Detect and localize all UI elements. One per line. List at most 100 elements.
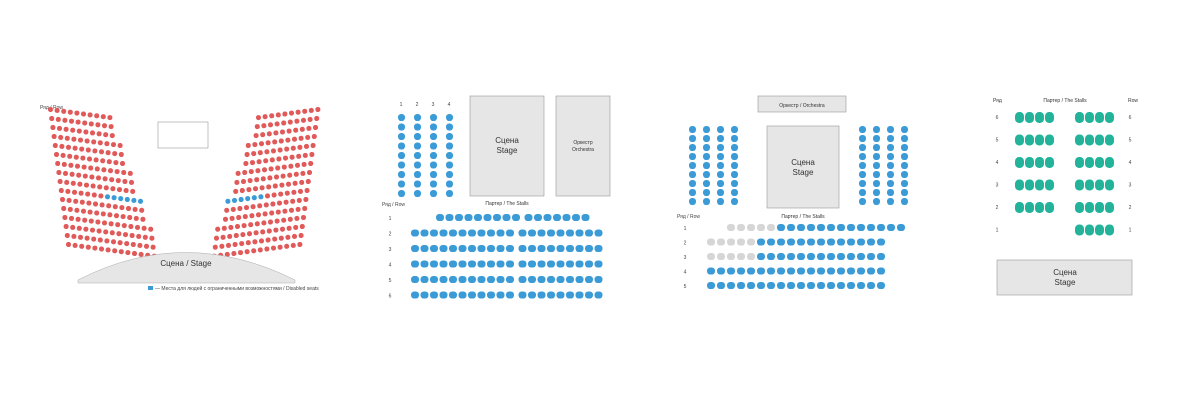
seat[interactable] (873, 198, 880, 205)
seat[interactable] (265, 140, 271, 146)
seat[interactable] (857, 253, 865, 260)
seat[interactable] (1035, 112, 1044, 123)
seat[interactable] (1025, 112, 1034, 123)
seat[interactable] (717, 126, 724, 133)
seat[interactable] (299, 223, 305, 230)
seat[interactable] (430, 114, 437, 121)
seat[interactable] (859, 144, 866, 151)
seat[interactable] (496, 291, 505, 299)
seat[interactable] (298, 232, 304, 239)
seat[interactable] (575, 229, 584, 237)
seat[interactable] (887, 135, 894, 142)
seat[interactable] (747, 238, 755, 246)
seat[interactable] (1045, 179, 1054, 191)
seat[interactable] (807, 267, 815, 275)
seat[interactable] (717, 171, 724, 178)
seat[interactable] (1075, 224, 1084, 236)
seat[interactable] (252, 239, 258, 245)
seat[interactable] (115, 222, 121, 228)
seat[interactable] (254, 124, 260, 130)
seat[interactable] (260, 132, 266, 138)
seat[interactable] (133, 215, 139, 222)
seat[interactable] (468, 291, 476, 299)
seat[interactable] (901, 198, 908, 205)
seat[interactable] (857, 267, 865, 275)
seat[interactable] (270, 245, 277, 251)
plan4-stage[interactable] (996, 259, 1133, 296)
seat[interactable] (430, 245, 438, 252)
seat[interactable] (1025, 179, 1034, 191)
seat[interactable] (398, 123, 405, 131)
seat[interactable] (62, 170, 69, 177)
seat[interactable] (1015, 157, 1024, 168)
seat[interactable] (244, 249, 250, 255)
seat[interactable] (305, 134, 311, 141)
seat[interactable] (256, 159, 262, 165)
seat[interactable] (487, 245, 495, 252)
seat[interactable] (61, 205, 67, 212)
seat[interactable] (458, 260, 467, 268)
seat[interactable] (52, 142, 58, 149)
seat[interactable] (261, 123, 267, 129)
seat[interactable] (224, 207, 230, 213)
seat[interactable] (96, 131, 102, 137)
seat[interactable] (717, 180, 724, 187)
seat[interactable] (263, 158, 269, 164)
seat[interactable] (594, 229, 603, 237)
seat[interactable] (102, 176, 108, 182)
seat[interactable] (107, 115, 113, 121)
seat[interactable] (877, 253, 885, 260)
seat[interactable] (286, 225, 292, 231)
seat[interactable] (439, 276, 448, 283)
seat[interactable] (285, 181, 292, 187)
seat[interactable] (585, 260, 593, 268)
seat[interactable] (689, 153, 696, 160)
seat[interactable] (296, 197, 302, 204)
seat[interactable] (301, 161, 307, 168)
seat[interactable] (703, 171, 710, 178)
seat[interactable] (877, 267, 885, 275)
seat[interactable] (757, 253, 765, 260)
seat[interactable] (496, 229, 505, 237)
seat[interactable] (68, 215, 75, 222)
seat[interactable] (777, 282, 785, 289)
seat[interactable] (717, 238, 725, 246)
seat[interactable] (309, 151, 315, 158)
seat[interactable] (225, 242, 232, 249)
seat[interactable] (85, 191, 91, 197)
seat[interactable] (234, 179, 240, 186)
seat[interactable] (73, 198, 79, 204)
seat[interactable] (243, 205, 250, 211)
seat[interactable] (867, 224, 875, 231)
seat[interactable] (293, 224, 299, 231)
seat[interactable] (89, 174, 95, 180)
seat[interactable] (1105, 202, 1114, 213)
seat[interactable] (58, 134, 64, 141)
seat[interactable] (307, 116, 313, 123)
seat[interactable] (703, 144, 710, 151)
seat[interactable] (287, 216, 293, 222)
seat[interactable] (506, 260, 514, 268)
seat[interactable] (284, 190, 290, 196)
seat[interactable] (1095, 157, 1104, 168)
seat[interactable] (797, 238, 805, 246)
seat[interactable] (1045, 112, 1054, 123)
seat[interactable] (556, 229, 565, 237)
seat[interactable] (93, 157, 99, 163)
seat[interactable] (477, 245, 486, 252)
seat[interactable] (295, 206, 301, 213)
seat[interactable] (97, 140, 103, 146)
seat[interactable] (119, 160, 126, 167)
seat[interactable] (267, 122, 274, 128)
seat[interactable] (817, 253, 825, 260)
seat[interactable] (125, 250, 131, 256)
seat[interactable] (123, 187, 129, 194)
seat[interactable] (430, 260, 438, 268)
seat[interactable] (237, 250, 244, 256)
seat[interactable] (281, 120, 287, 126)
seat[interactable] (117, 240, 123, 246)
seat[interactable] (297, 188, 304, 195)
seat[interactable] (817, 238, 825, 246)
seat[interactable] (436, 214, 444, 221)
seat[interactable] (294, 162, 301, 168)
